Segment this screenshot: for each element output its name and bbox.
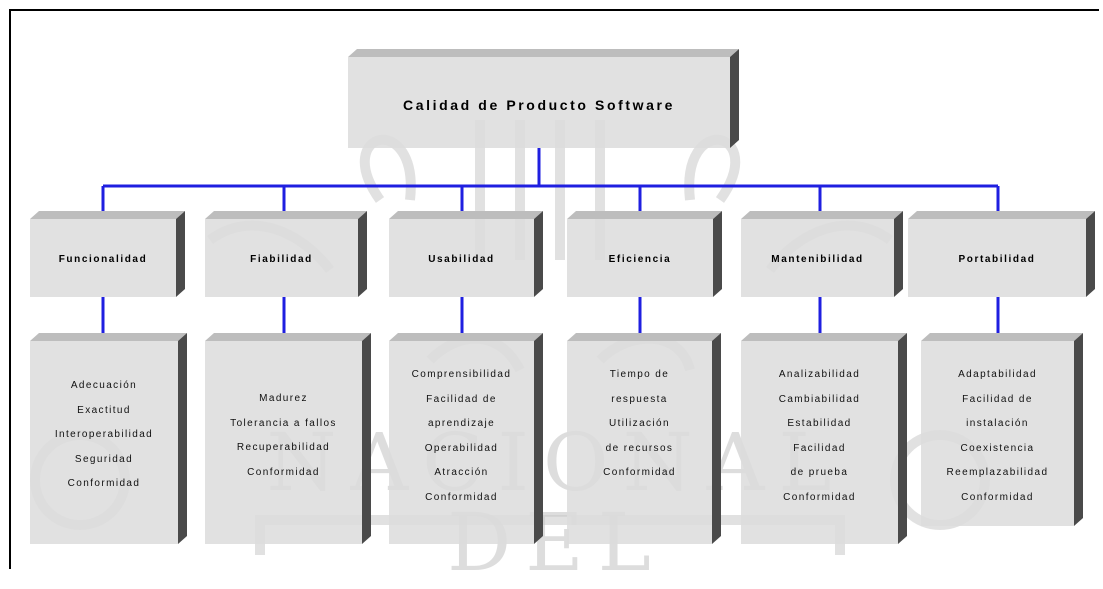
root-title: Calidad de Producto Software	[348, 97, 730, 113]
subcharacteristic-list: Adaptabilidad Facilidad de instalación C…	[921, 363, 1074, 510]
subcharacteristic-item: Exactitud	[30, 399, 178, 424]
subcharacteristic-item: Facilidad de	[389, 388, 534, 413]
subcharacteristic-item: Conformidad	[567, 461, 712, 486]
subcharacteristic-item: respuesta	[567, 388, 712, 413]
subcharacteristic-item: instalación	[921, 412, 1074, 437]
subcharacteristic-item: Adaptabilidad	[921, 363, 1074, 388]
subcharacteristic-list: Analizabilidad Cambiabilidad Estabilidad…	[741, 363, 898, 510]
subcharacteristic-item: Estabilidad	[741, 412, 898, 437]
subcharacteristic-item: Madurez	[205, 387, 362, 412]
subcharacteristic-item: Interoperabilidad	[30, 423, 178, 448]
subcharacteristic-item: aprendizaje	[389, 412, 534, 437]
characteristic-funcionalidad: Funcionalidad	[30, 219, 176, 297]
subcharacteristic-item: Analizabilidad	[741, 363, 898, 388]
subcharacteristics-funcionalidad: Adecuación Exactitud Interoperabilidad S…	[30, 341, 178, 544]
subcharacteristic-item: Reemplazabilidad	[921, 461, 1074, 486]
subcharacteristic-item: Conformidad	[30, 472, 178, 497]
subcharacteristic-item: de recursos	[567, 437, 712, 462]
subcharacteristic-list: Adecuación Exactitud Interoperabilidad S…	[30, 374, 178, 497]
characteristic-label: Eficiencia	[567, 254, 713, 265]
subcharacteristic-item: Conformidad	[205, 461, 362, 486]
characteristic-label: Usabilidad	[389, 254, 534, 265]
subcharacteristic-item: Conformidad	[741, 486, 898, 511]
subcharacteristic-item: Utilización	[567, 412, 712, 437]
subcharacteristics-eficiencia: Tiempo de respuesta Utilización de recur…	[567, 341, 712, 544]
characteristic-label: Portabilidad	[908, 254, 1086, 265]
characteristic-label: Funcionalidad	[30, 254, 176, 265]
subcharacteristics-mantenibilidad: Analizabilidad Cambiabilidad Estabilidad…	[741, 341, 898, 544]
subcharacteristic-item: Comprensibilidad	[389, 363, 534, 388]
subcharacteristic-list: Comprensibilidad Facilidad de aprendizaj…	[389, 363, 534, 510]
subcharacteristic-item: Atracción	[389, 461, 534, 486]
subcharacteristic-item: Conformidad	[921, 486, 1074, 511]
subcharacteristic-list: Madurez Tolerancia a fallos Recuperabili…	[205, 387, 362, 485]
characteristic-fiabilidad: Fiabilidad	[205, 219, 358, 297]
characteristic-mantenibilidad: Mantenibilidad	[741, 219, 894, 297]
characteristic-label: Fiabilidad	[205, 254, 358, 265]
subcharacteristic-item: Cambiabilidad	[741, 388, 898, 413]
subcharacteristic-item: Facilidad	[741, 437, 898, 462]
subcharacteristic-item: de prueba	[741, 461, 898, 486]
subcharacteristic-item: Recuperabilidad	[205, 436, 362, 461]
subcharacteristics-portabilidad: Adaptabilidad Facilidad de instalación C…	[921, 341, 1074, 526]
characteristic-usabilidad: Usabilidad	[389, 219, 534, 297]
characteristic-portabilidad: Portabilidad	[908, 219, 1086, 297]
characteristic-label: Mantenibilidad	[741, 254, 894, 265]
root-node: Calidad de Producto Software	[348, 57, 730, 148]
subcharacteristic-item: Tiempo de	[567, 363, 712, 388]
subcharacteristic-item: Seguridad	[30, 448, 178, 473]
subcharacteristic-item: Conformidad	[389, 486, 534, 511]
subcharacteristic-item: Adecuación	[30, 374, 178, 399]
subcharacteristic-item: Facilidad de	[921, 388, 1074, 413]
subcharacteristic-item: Operabilidad	[389, 437, 534, 462]
subcharacteristics-usabilidad: Comprensibilidad Facilidad de aprendizaj…	[389, 341, 534, 544]
subcharacteristics-fiabilidad: Madurez Tolerancia a fallos Recuperabili…	[205, 341, 362, 544]
characteristic-eficiencia: Eficiencia	[567, 219, 713, 297]
subcharacteristic-item: Tolerancia a fallos	[205, 412, 362, 437]
subcharacteristic-item: Coexistencia	[921, 437, 1074, 462]
subcharacteristic-list: Tiempo de respuesta Utilización de recur…	[567, 363, 712, 486]
